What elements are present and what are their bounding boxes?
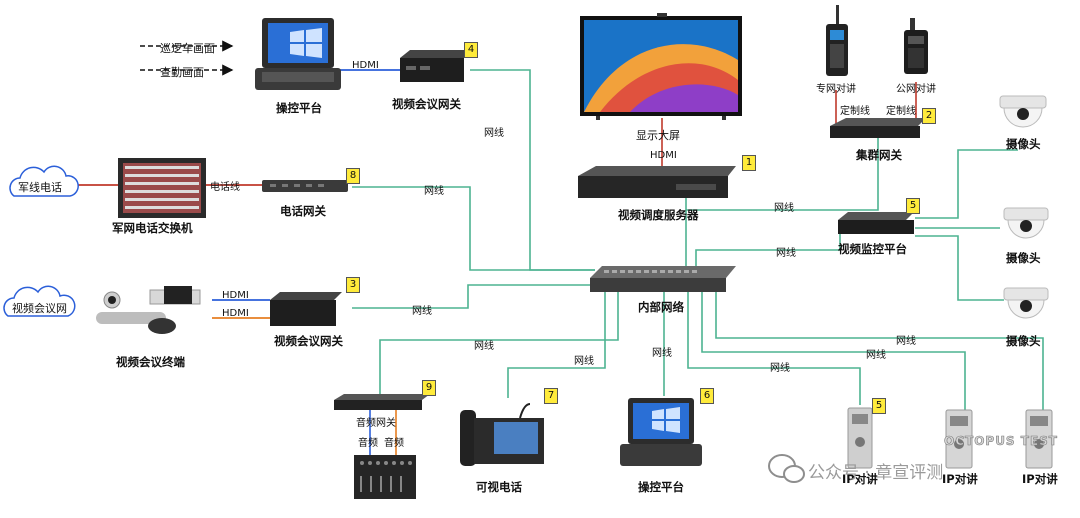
label-net-6: 网线: [474, 341, 494, 352]
net-line-monitor: [695, 228, 841, 268]
badge-6: 6: [700, 388, 714, 404]
label-audio-gateway: 音频网关: [356, 418, 396, 429]
tv-icon: [580, 13, 742, 120]
label-phone-line: 电话线: [210, 182, 240, 193]
network-cables: [352, 69, 1044, 410]
net-line-videophone: [507, 292, 606, 398]
label-ip-intercom-1: IP对讲: [842, 472, 878, 486]
label-phone-gateway: 电话网关: [280, 204, 326, 218]
label-vc-gateway-mid: 视频会议网关: [274, 334, 343, 348]
label-ip-intercom-3: IP对讲: [1022, 472, 1058, 486]
laptop-icon: [620, 398, 702, 466]
net-line-ip1: [687, 292, 861, 405]
vc-gateway-top-icon: [400, 50, 472, 82]
badge-3: 3: [346, 277, 360, 293]
door-intercom-icon: [847, 407, 873, 469]
label-net-9: 网线: [770, 363, 790, 374]
door-intercom-icon: [945, 409, 973, 469]
label-radio-public: 公网对讲: [896, 84, 936, 95]
label-ip-intercom-2: IP对讲: [942, 472, 978, 486]
label-audio-2: 音频: [384, 438, 404, 449]
monitor-platform-icon: [838, 212, 914, 234]
label-radio-private: 专网对讲: [816, 84, 856, 95]
net-line-cam1: [915, 149, 1018, 219]
net-line-cam3: [915, 235, 1004, 301]
label-cluster-gateway: 集群网关: [856, 148, 902, 162]
label-console-top: 操控平台: [276, 101, 322, 115]
label-net-11: 网线: [896, 336, 916, 347]
badge-2: 2: [922, 108, 936, 124]
dome-camera-icon: [1003, 287, 1049, 319]
label-net-7: 网线: [574, 356, 594, 367]
cluster-gateway-icon: [830, 118, 926, 138]
label-patrol-screen: 巡逻车画面: [160, 42, 215, 55]
dome-camera-icon: [999, 95, 1047, 128]
audio-mixer-icon: [354, 455, 416, 499]
net-line-ip3: [715, 292, 1044, 410]
label-custom-line-1: 定制线: [840, 106, 870, 117]
audio-gateway-icon: [334, 394, 430, 410]
label-monitor-platform: 视频监控平台: [838, 242, 907, 256]
badge-8: 8: [346, 168, 360, 184]
network-switch-icon: [590, 266, 736, 292]
badge-4: 4: [464, 42, 478, 58]
phone-gateway-icon: [262, 180, 348, 192]
wechat-icon: [768, 454, 805, 483]
label-display: 显示大屏: [636, 129, 680, 142]
label-military-switch: 军网电话交换机: [112, 221, 193, 235]
label-camera-2: 摄像头: [1006, 251, 1041, 265]
badge-7: 7: [544, 388, 558, 404]
label-vc-network: 视频会议网: [12, 302, 67, 315]
badge-5a: 5: [906, 198, 920, 214]
label-hdmi-display: HDMI: [650, 150, 677, 161]
label-custom-line-2: 定制线: [886, 106, 916, 117]
desk-phone-icon: [460, 403, 544, 466]
label-net-2: 网线: [424, 186, 444, 197]
net-line-ip2: [701, 292, 966, 410]
net-line-vc-gateway-mid: [352, 284, 595, 309]
rack-server-icon: [578, 166, 736, 198]
cloud-icon: [9, 165, 79, 197]
watermark-brand: OCTOPUS TEST: [944, 434, 1058, 449]
radio-icon: [826, 5, 848, 76]
net-line-vc-gateway-top: [470, 69, 595, 271]
label-video-phone: 可视电话: [476, 480, 522, 494]
label-net-10: 网线: [866, 350, 886, 361]
badge-1: 1: [742, 155, 756, 171]
label-vc-terminal: 视频会议终端: [116, 355, 185, 369]
label-hdmi-vc-1: HDMI: [222, 290, 249, 301]
label-vc-gateway-top: 视频会议网关: [392, 97, 461, 111]
laptop-icon: [255, 18, 341, 90]
cloud-icon: [3, 285, 76, 317]
dome-camera-icon: [1003, 207, 1049, 239]
label-military-phone: 军线电话: [18, 181, 62, 194]
label-internal-switch: 内部网络: [638, 300, 684, 314]
label-camera-1: 摄像头: [1006, 137, 1041, 151]
label-net-4: 网线: [776, 248, 796, 259]
door-intercom-icon: [1025, 409, 1053, 469]
label-net-8: 网线: [652, 348, 672, 359]
conference-camera-icon: [96, 286, 201, 334]
label-audio-1: 音频: [358, 438, 378, 449]
label-dispatch-server: 视频调度服务器: [618, 208, 699, 222]
radio-icon: [904, 18, 928, 74]
switchboard-icon: [118, 158, 206, 218]
label-camera-3: 摄像头: [1006, 334, 1041, 348]
label-console-bottom: 操控平台: [638, 480, 684, 494]
net-line-phone-gateway: [352, 186, 595, 271]
badge-5b: 5: [872, 398, 886, 414]
net-line-audio: [379, 292, 619, 400]
label-net-3: 网线: [774, 203, 794, 214]
vc-gateway-mid-icon: [270, 292, 342, 326]
label-hdmi-vc-2: HDMI: [222, 308, 249, 319]
watermark-account: 公众号 · 章宣评测: [808, 463, 944, 483]
badge-9: 9: [422, 380, 436, 396]
label-duty-screen: 查勤画面: [160, 66, 204, 79]
label-hdmi-top: HDMI: [352, 60, 379, 71]
label-net-1: 网线: [484, 128, 504, 139]
net-line-cluster: [686, 138, 879, 211]
label-net-5: 网线: [412, 306, 432, 317]
